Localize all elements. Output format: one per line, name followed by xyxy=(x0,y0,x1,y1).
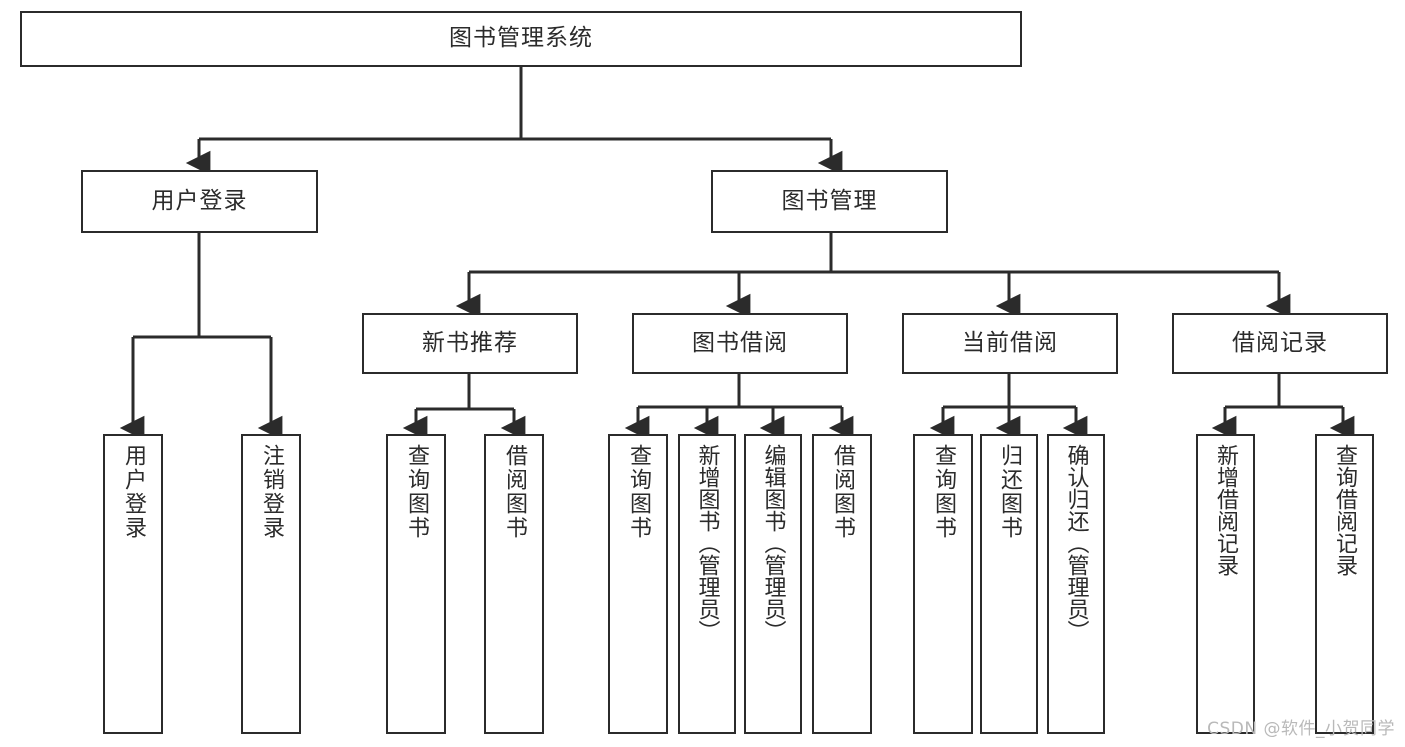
node-label: 图书管理系统 xyxy=(449,25,593,52)
node-label: 注销登录 xyxy=(258,444,284,540)
node-label: 借阅图书 xyxy=(829,444,855,540)
node-label: 归还图书 xyxy=(996,444,1022,540)
node-label: 图书借阅 xyxy=(692,329,788,356)
watermark-text: CSDN @软件_小贺同学 xyxy=(1207,719,1395,739)
node-label: 用户登录 xyxy=(120,444,146,540)
node-label: 查询图书 xyxy=(625,444,651,540)
node-book-management[interactable]: 图书管理 xyxy=(711,170,948,233)
node-label: 新书推荐 xyxy=(422,329,518,356)
node-label: 查询借阅记录 xyxy=(1332,444,1358,576)
node-leaf-edit-book-admin[interactable]: 编辑图书（管理员） xyxy=(744,434,802,734)
node-leaf-query-book-current[interactable]: 查询图书 xyxy=(913,434,973,734)
node-book-borrow[interactable]: 图书借阅 xyxy=(632,313,848,374)
node-borrow-record[interactable]: 借阅记录 xyxy=(1172,313,1388,374)
node-label: 新增借阅记录 xyxy=(1213,444,1239,576)
node-label: 当前借阅 xyxy=(962,329,1058,356)
node-leaf-borrow-book-recommend[interactable]: 借阅图书 xyxy=(484,434,544,734)
node-user-login[interactable]: 用户登录 xyxy=(81,170,318,233)
node-label: 借阅图书 xyxy=(501,444,527,540)
node-leaf-add-borrow-record[interactable]: 新增借阅记录 xyxy=(1196,434,1255,734)
node-label: 编辑图书（管理员） xyxy=(760,444,786,642)
node-label: 查询图书 xyxy=(403,444,429,540)
node-label: 用户登录 xyxy=(151,187,248,214)
node-leaf-query-book-recommend[interactable]: 查询图书 xyxy=(386,434,446,734)
node-current-borrow[interactable]: 当前借阅 xyxy=(902,313,1118,374)
node-leaf-query-book-borrow[interactable]: 查询图书 xyxy=(608,434,668,734)
node-label: 查询图书 xyxy=(930,444,956,540)
node-leaf-user-login[interactable]: 用户登录 xyxy=(103,434,163,734)
node-label: 图书管理 xyxy=(781,187,878,214)
node-root-system[interactable]: 图书管理系统 xyxy=(20,11,1022,67)
node-leaf-logout[interactable]: 注销登录 xyxy=(241,434,301,734)
node-leaf-borrow-book[interactable]: 借阅图书 xyxy=(812,434,872,734)
node-label: 新增图书（管理员） xyxy=(694,444,720,642)
node-leaf-confirm-return-admin[interactable]: 确认归还（管理员） xyxy=(1047,434,1105,734)
node-leaf-add-book-admin[interactable]: 新增图书（管理员） xyxy=(678,434,736,734)
node-label: 确认归还（管理员） xyxy=(1063,444,1089,642)
node-leaf-query-borrow-record[interactable]: 查询借阅记录 xyxy=(1315,434,1374,734)
node-label: 借阅记录 xyxy=(1232,329,1328,356)
node-new-book-recommend[interactable]: 新书推荐 xyxy=(362,313,578,374)
node-leaf-return-book[interactable]: 归还图书 xyxy=(980,434,1038,734)
